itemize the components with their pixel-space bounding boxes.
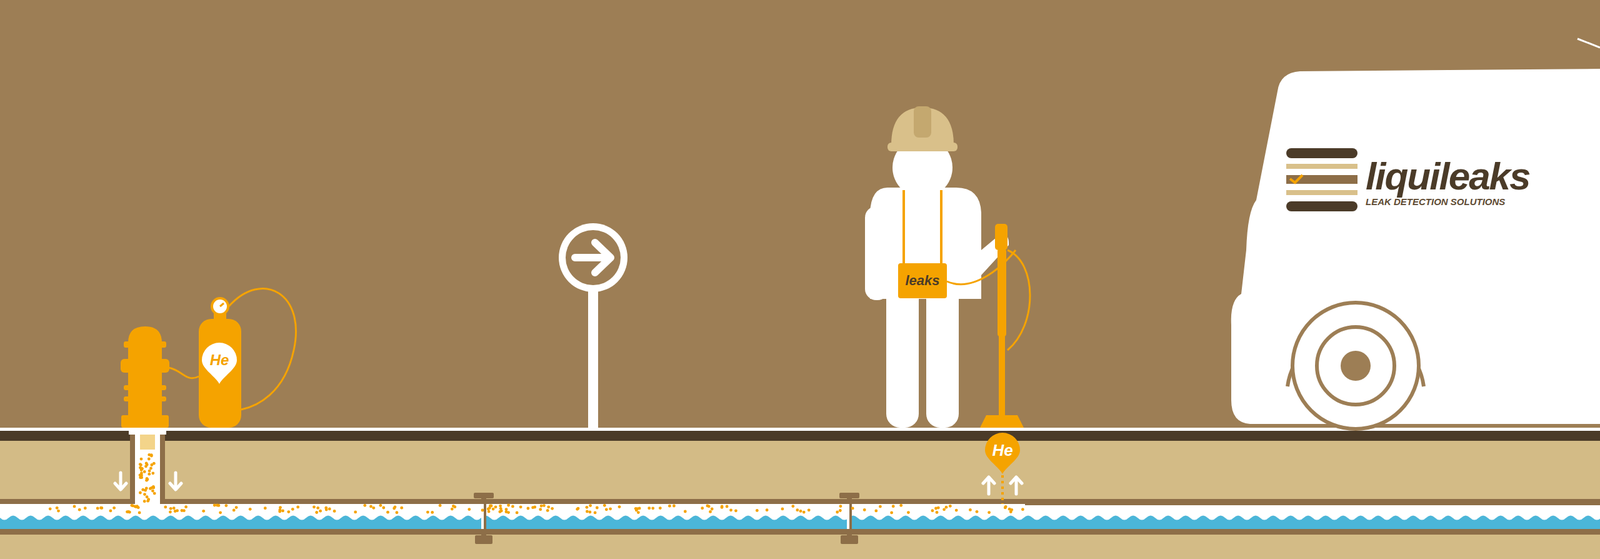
gas-trace — [1001, 475, 1004, 504]
direction-sign — [558, 223, 628, 428]
tank-label-pin: He — [201, 342, 237, 384]
flow-arrow — [115, 472, 1022, 494]
brand-name: liquileaks — [1365, 156, 1587, 197]
pipe-valve — [473, 492, 860, 544]
logo-icon — [1286, 148, 1358, 212]
soil — [0, 440, 1600, 559]
worker — [865, 106, 1016, 428]
detector-box: leaks — [898, 263, 947, 299]
van — [1231, 38, 1600, 429]
van-logo: liquileaksLEAK DETECTION SOLUTIONS — [1365, 156, 1587, 209]
node-label: He — [210, 352, 230, 368]
brand-tagline: LEAK DETECTION SOLUTIONS — [1365, 196, 1587, 208]
fire-hydrant — [120, 326, 170, 428]
water-pipe — [0, 498, 1600, 535]
standpipe — [128, 430, 167, 506]
helium-tank — [168, 288, 296, 428]
sky-ground — [0, 0, 1600, 429]
helium-particles — [48, 453, 1025, 514]
helium-detector — [980, 223, 1030, 428]
asphalt-strip — [0, 430, 1600, 441]
node-label: leaks — [905, 273, 940, 288]
node-label: He — [991, 441, 1013, 459]
helium-marker-pin: He — [985, 432, 1020, 474]
